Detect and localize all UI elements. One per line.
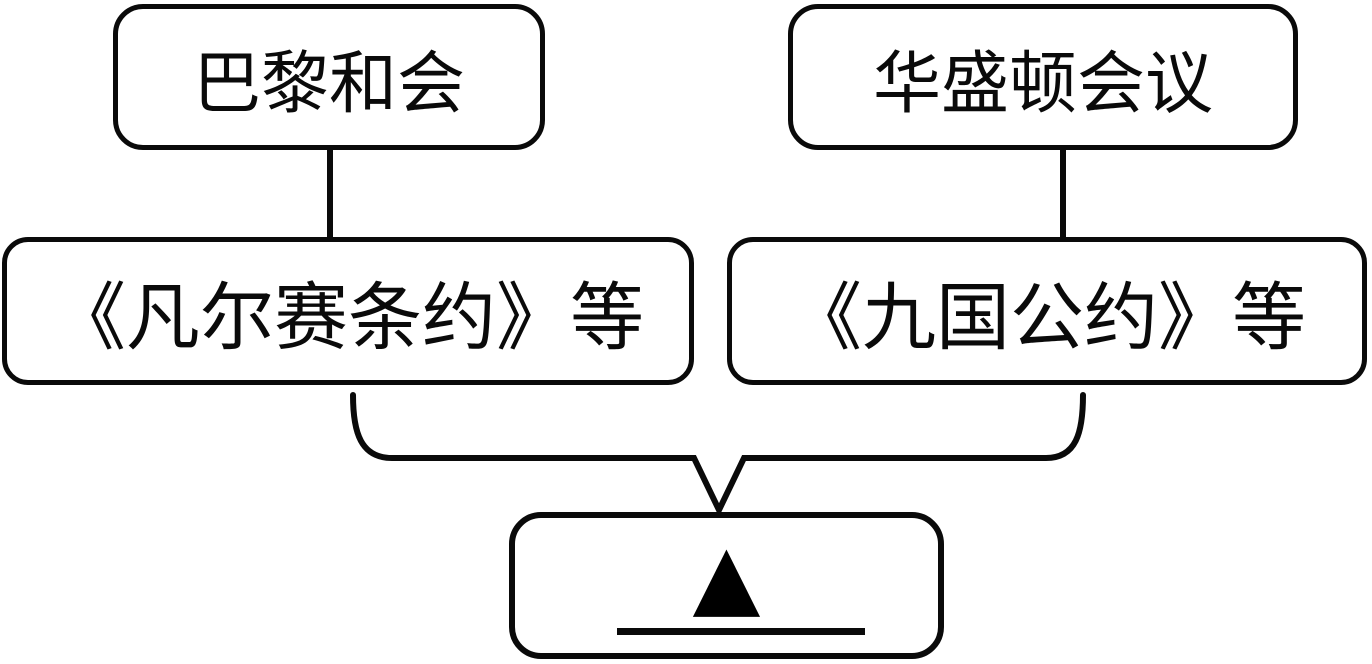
node-versailles-label: 《凡尔赛条约》等 (52, 277, 644, 360)
node-paris-conference: 巴黎和会 (113, 4, 545, 150)
answer-triangle-icon: ▲ (692, 524, 761, 627)
merge-brace (350, 392, 1086, 517)
node-ninepower-label: 《九国公约》等 (788, 277, 1306, 360)
node-answer-blank: ▲ (509, 512, 944, 659)
node-washington-conference: 华盛顿会议 (788, 4, 1298, 150)
node-versailles-treaty: 《凡尔赛条约》等 (2, 237, 694, 385)
answer-blank-underline (617, 628, 865, 635)
node-nine-power-treaty: 《九国公约》等 (727, 237, 1367, 385)
node-paris-label: 巴黎和会 (192, 45, 465, 122)
node-washington-label: 华盛顿会议 (872, 45, 1213, 122)
